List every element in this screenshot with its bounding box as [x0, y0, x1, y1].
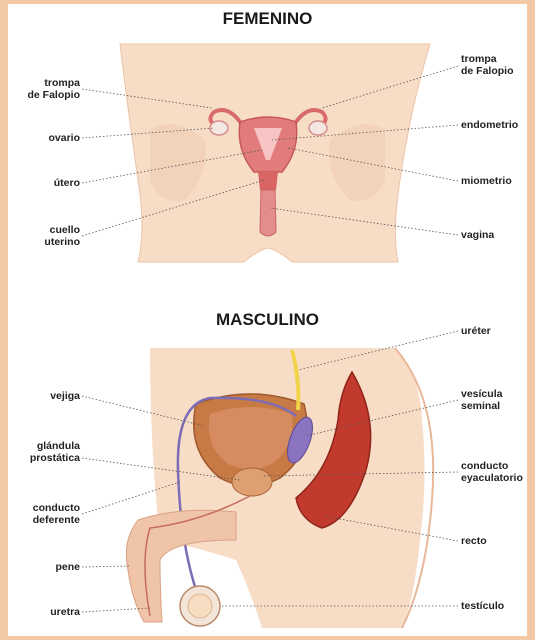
female-section-title: FEMENINO — [0, 9, 535, 29]
ovary-left — [210, 121, 228, 135]
label-vejiga: vejiga — [10, 390, 80, 402]
label-ovario: ovario — [10, 132, 80, 144]
ovary-right — [309, 121, 327, 135]
leader-pene — [82, 566, 130, 567]
label-endometrio: endometrio — [461, 119, 531, 131]
label-testiculo: testículo — [461, 600, 531, 612]
label-glandula: glándula prostática — [10, 440, 80, 464]
label-trompa-right: trompa de Falopio — [461, 53, 531, 77]
label-vagina: vagina — [461, 229, 531, 241]
vagina-canal — [260, 190, 276, 236]
testicle-interior — [188, 594, 212, 618]
label-miometrio: miometrio — [461, 175, 531, 187]
male-section-title: MASCULINO — [0, 310, 535, 330]
cervix — [258, 172, 278, 190]
prostate-gland — [232, 468, 272, 496]
label-ureter: uréter — [461, 325, 531, 337]
female-illustration — [120, 44, 430, 262]
label-conducto-deferente: conducto deferente — [10, 502, 80, 526]
label-uretra: uretra — [10, 606, 80, 618]
label-recto: recto — [461, 535, 531, 547]
male-body-silhouette — [150, 348, 425, 628]
male-illustration — [126, 348, 433, 628]
label-vesicula: vesícula seminal — [461, 388, 531, 412]
label-pene: pene — [10, 561, 80, 573]
label-cuello: cuello uterino — [10, 224, 80, 248]
label-trompa-left: trompa de Falopio — [10, 77, 80, 101]
label-utero: útero — [10, 177, 80, 189]
label-conducto-eyaculatorio: conducto eyaculatorio — [461, 460, 531, 484]
